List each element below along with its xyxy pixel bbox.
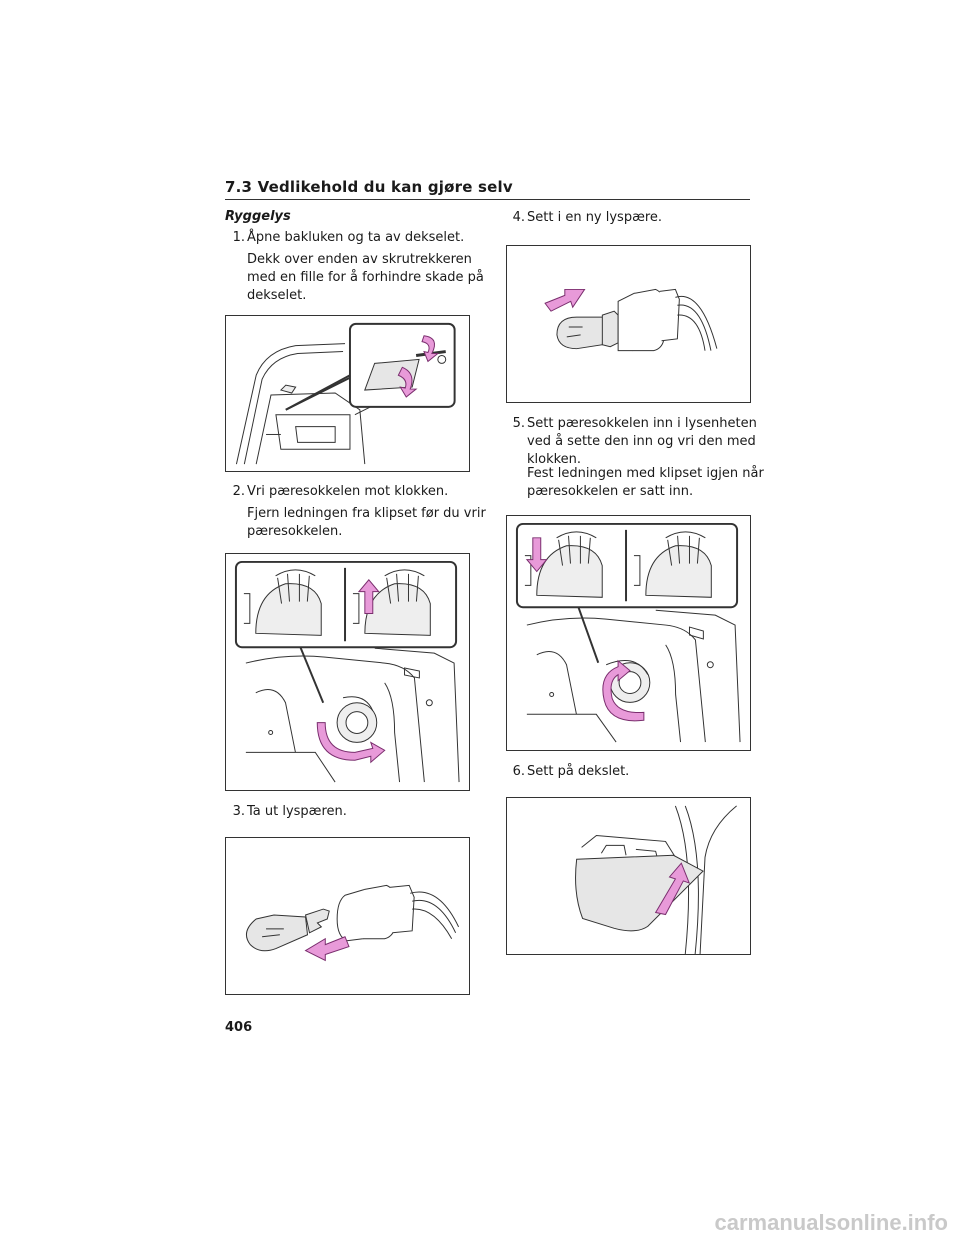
note-line: Fest ledningen med klipset igjen når <box>527 466 764 481</box>
step-text-line: ved å sette den inn og vri den med <box>527 434 756 449</box>
step-2-note: Fjern ledningen fra klipset før du vrir … <box>247 505 486 541</box>
socket-remove-illustration <box>234 560 460 783</box>
watermark: carmanualsonline.info <box>714 1210 949 1235</box>
tailgate-illustration <box>235 322 456 465</box>
step-number: 3. <box>232 804 245 819</box>
step-5-note: Fest ledningen med klipset igjen når pær… <box>527 465 764 501</box>
step-text: Ta ut lyspæren. <box>247 804 347 819</box>
figure-bulb-remove <box>225 837 470 995</box>
note-line: Fjern ledningen fra klipset før du vrir <box>247 506 486 521</box>
step-5-continuation: ved å sette den inn og vri den med klokk… <box>527 433 756 469</box>
note-line: dekselet. <box>247 288 307 303</box>
bulb-remove-illustration <box>245 884 460 962</box>
figure-bulb-insert <box>506 245 751 403</box>
step-text: Åpne bakluken og ta av dekselet. <box>247 230 465 245</box>
step-text: Sett på dekslet. <box>527 764 630 779</box>
step-text-line: klokken. <box>527 452 582 467</box>
figure-socket-remove <box>225 553 470 791</box>
step-2: 2.Vri pæresokkelen mot klokken. <box>225 483 449 501</box>
step-number: 2. <box>232 484 245 499</box>
note-line: Dekk over enden av skrutrekkeren <box>247 252 472 267</box>
step-text: Vri pæresokkelen mot klokken. <box>247 484 449 499</box>
step-number: 5. <box>512 416 525 431</box>
note-line: med en fille for å forhindre skade på <box>247 270 484 285</box>
step-4: 4.Sett i en ny lyspære. <box>505 209 662 227</box>
step-number: 4. <box>512 210 525 225</box>
subheading: Ryggelys <box>225 209 291 224</box>
step-1: 1.Åpne bakluken og ta av dekselet. <box>225 229 465 247</box>
step-5: 5.Sett pæresokkelen inn i lysenheten <box>505 415 757 433</box>
figure-tailgate-cover <box>225 315 470 472</box>
section-divider <box>225 199 750 200</box>
page-number: 406 <box>225 1020 253 1035</box>
note-line: pæresokkelen er satt inn. <box>527 484 694 499</box>
step-text-line: Sett pæresokkelen inn i lysenheten <box>527 416 757 431</box>
step-text: Sett i en ny lyspære. <box>527 210 663 225</box>
cover-install-illustration <box>575 805 737 954</box>
figure-socket-insert <box>506 515 751 751</box>
step-number: 1. <box>232 230 245 245</box>
section-title: 7.3 Vedlikehold du kan gjøre selv <box>225 178 513 196</box>
step-1-note: Dekk over enden av skrutrekkeren med en … <box>247 251 484 305</box>
note-line: pæresokkelen. <box>247 524 343 539</box>
step-3: 3.Ta ut lyspæren. <box>225 803 347 821</box>
bulb-insert-illustration <box>544 288 718 352</box>
figure-cover-install <box>506 797 751 955</box>
step-6: 6.Sett på dekslet. <box>505 763 630 781</box>
socket-insert-illustration <box>515 522 741 743</box>
step-number: 6. <box>512 764 525 779</box>
